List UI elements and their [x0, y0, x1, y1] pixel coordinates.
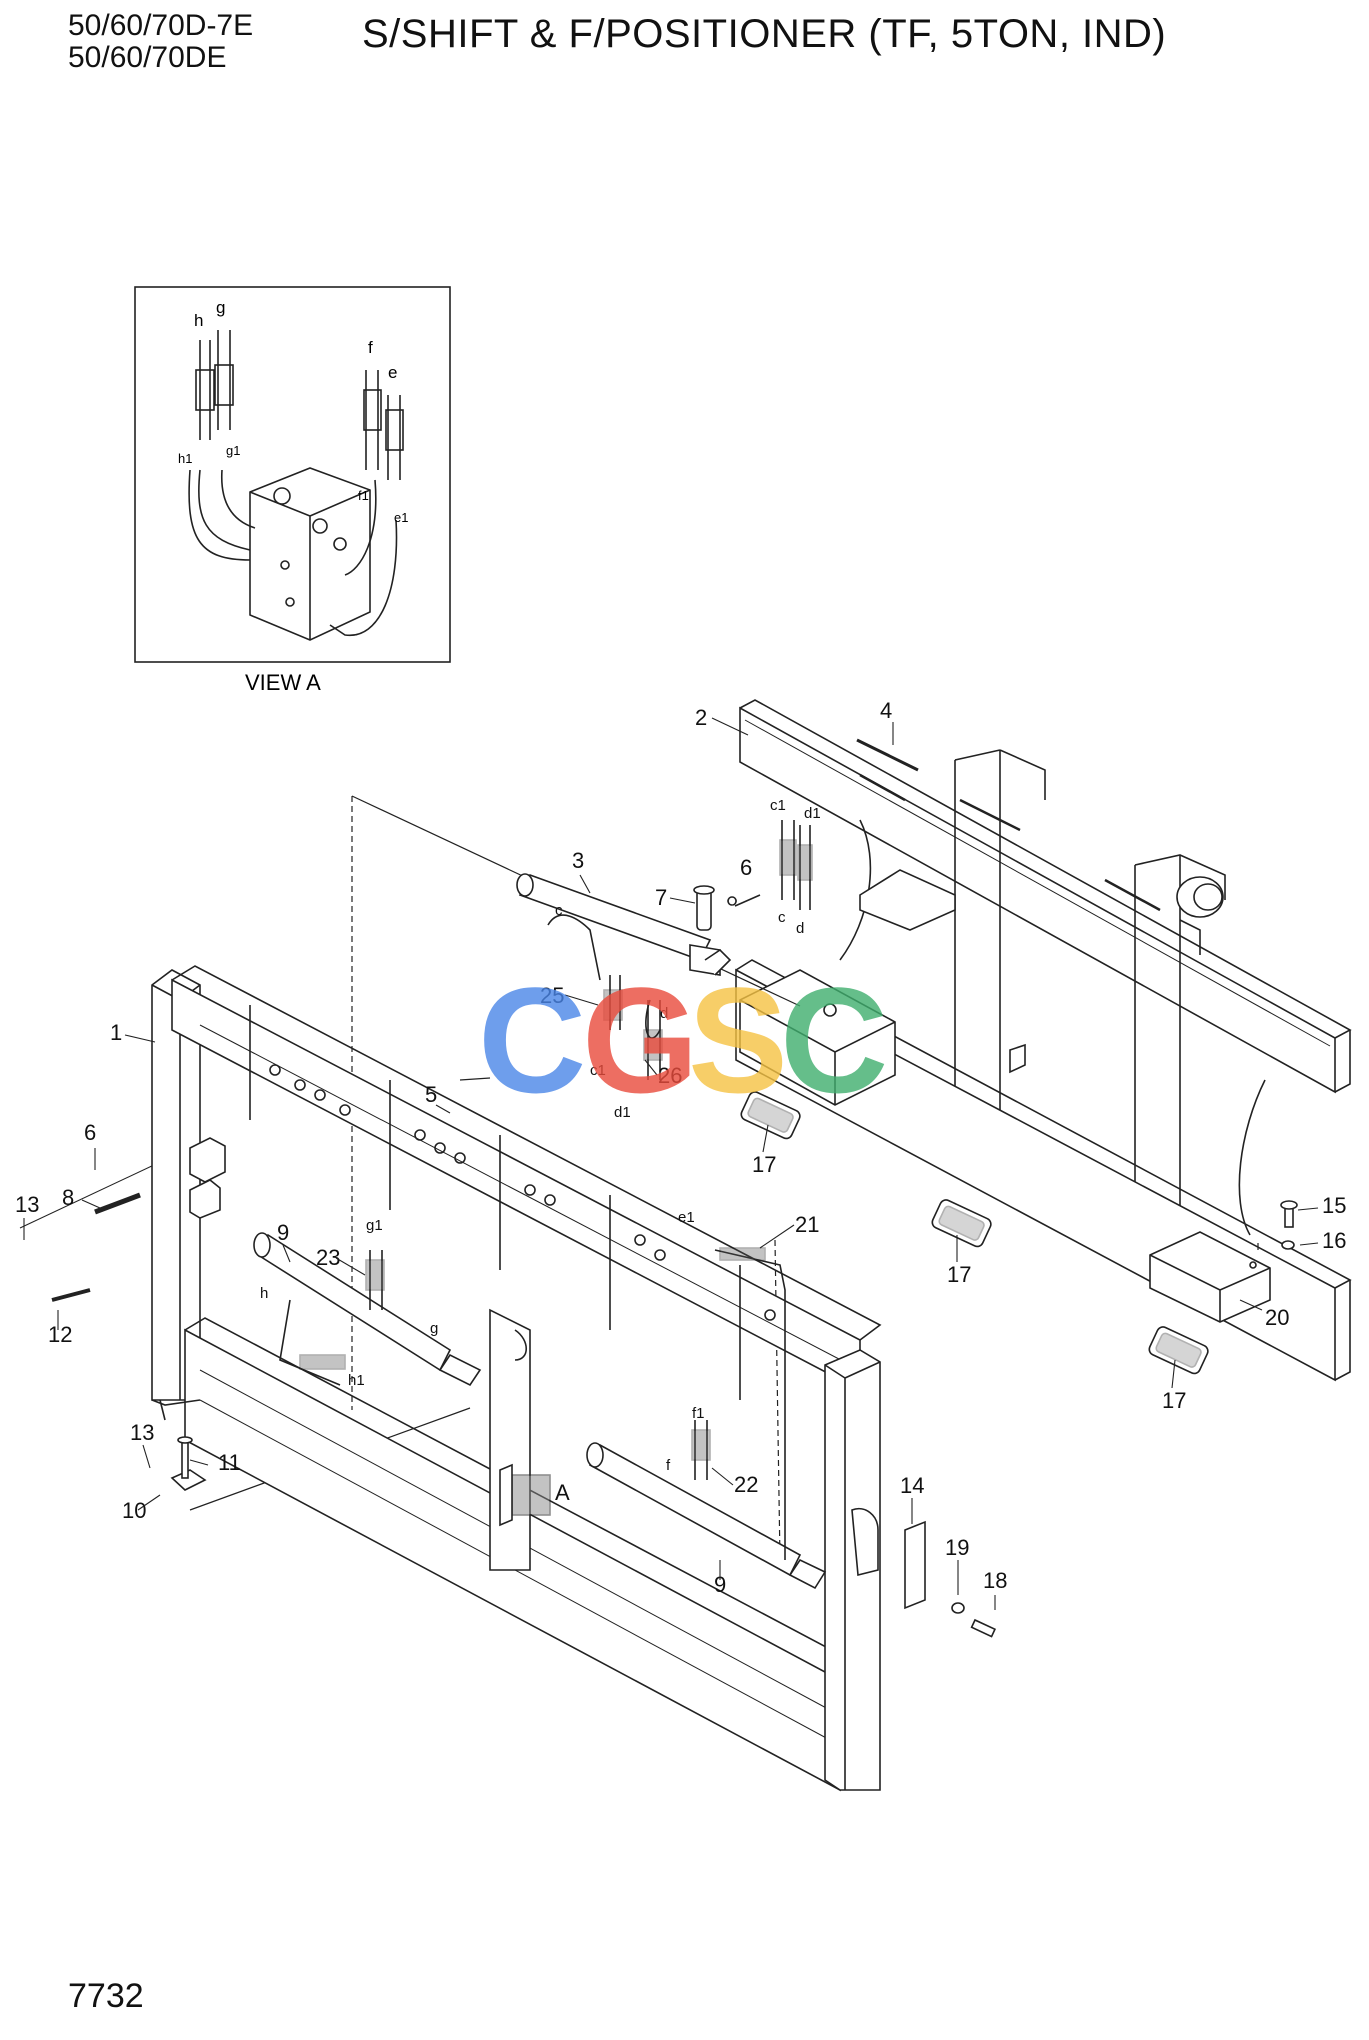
back-carriage [735, 699, 1352, 1382]
callout-11: 11 [218, 1450, 241, 1475]
port-label-g1: g1 [366, 1217, 383, 1234]
port-label-h1: h1 [348, 1372, 365, 1389]
callout-25: 25 [540, 983, 564, 1008]
view-a-label-f1: f1 [358, 488, 369, 503]
watermark-letter-3: S [688, 956, 788, 1124]
port-label-f1: f1 [692, 1405, 705, 1422]
callout-14: 14 [900, 1473, 924, 1498]
callout-1: 1 [110, 1020, 122, 1045]
callout-3: 3 [572, 848, 584, 873]
callout-6b: 6 [740, 855, 752, 880]
callout-20: 20 [1265, 1305, 1289, 1330]
port-label-c1-back: c1 [770, 797, 786, 814]
callout-10: 10 [122, 1498, 146, 1523]
view-a-caption: VIEW A [245, 670, 321, 695]
view-a-label-e: e [388, 363, 397, 382]
view-a-label-f: f [368, 338, 373, 357]
callout-17a: 17 [752, 1152, 776, 1177]
callout-6a: 6 [84, 1120, 96, 1145]
callout-15: 15 [1322, 1193, 1346, 1218]
callout-26: 26 [658, 1063, 682, 1088]
callout-23: 23 [316, 1245, 340, 1270]
callout-22: 22 [734, 1472, 758, 1497]
callout-leaders [23, 717, 1319, 1610]
view-a-label-g: g [216, 298, 225, 317]
port-label-g: g [430, 1320, 438, 1337]
port-label-c: c [778, 909, 786, 926]
callout-17c: 17 [1162, 1388, 1186, 1413]
port-label-c1: c1 [590, 1062, 606, 1079]
view-a-label-h1: h1 [178, 451, 192, 466]
port-label-d-front: d [660, 1005, 668, 1022]
callout-18: 18 [983, 1568, 1007, 1593]
front-carriage [151, 965, 926, 1792]
view-a-label-g1: g1 [226, 443, 240, 458]
callout-16: 16 [1322, 1228, 1346, 1253]
view-a-label-e1: e1 [394, 510, 408, 525]
wear-pads [740, 1091, 1209, 1375]
callout-8: 8 [62, 1185, 74, 1210]
view-a-label-h: h [194, 311, 203, 330]
callout-2: 2 [695, 705, 707, 730]
port-label-d1-back: d1 [804, 805, 821, 822]
callout-a: A [555, 1480, 570, 1505]
callout-5: 5 [425, 1082, 437, 1107]
callout-4: 4 [880, 698, 892, 723]
port-label-h: h [260, 1285, 268, 1302]
callout-9b: 9 [714, 1572, 726, 1597]
port-label-d: d [796, 920, 804, 937]
page-title: S/SHIFT & F/POSITIONER (TF, 5TON, IND) [362, 12, 1167, 56]
callout-7: 7 [655, 885, 667, 910]
port-label-d1: d1 [614, 1104, 631, 1121]
positioner-cylinders [51, 1192, 1298, 1638]
watermark-letter-4: C [780, 956, 888, 1124]
callout-13a: 13 [15, 1192, 39, 1217]
callout-13b: 13 [130, 1420, 154, 1445]
page-number: 7732 [68, 1977, 144, 2015]
watermark: C G S C [478, 956, 888, 1124]
model-line-2: 50/60/70DE [68, 41, 227, 74]
model-line-1: 50/60/70D-7E [68, 9, 254, 42]
port-label-f: f [666, 1457, 671, 1474]
callout-21: 21 [795, 1212, 819, 1237]
callout-12: 12 [48, 1322, 72, 1347]
callout-19: 19 [945, 1535, 969, 1560]
cylinder-item-3 [516, 738, 919, 1080]
view-a-inset [134, 286, 451, 663]
callout-17b: 17 [947, 1262, 971, 1287]
callout-9a: 9 [277, 1220, 289, 1245]
port-label-e1: e1 [678, 1209, 695, 1226]
port-label-c-front: c [555, 902, 563, 919]
watermark-letter-1: C [478, 956, 586, 1124]
watermark-letter-2: G [582, 956, 699, 1124]
